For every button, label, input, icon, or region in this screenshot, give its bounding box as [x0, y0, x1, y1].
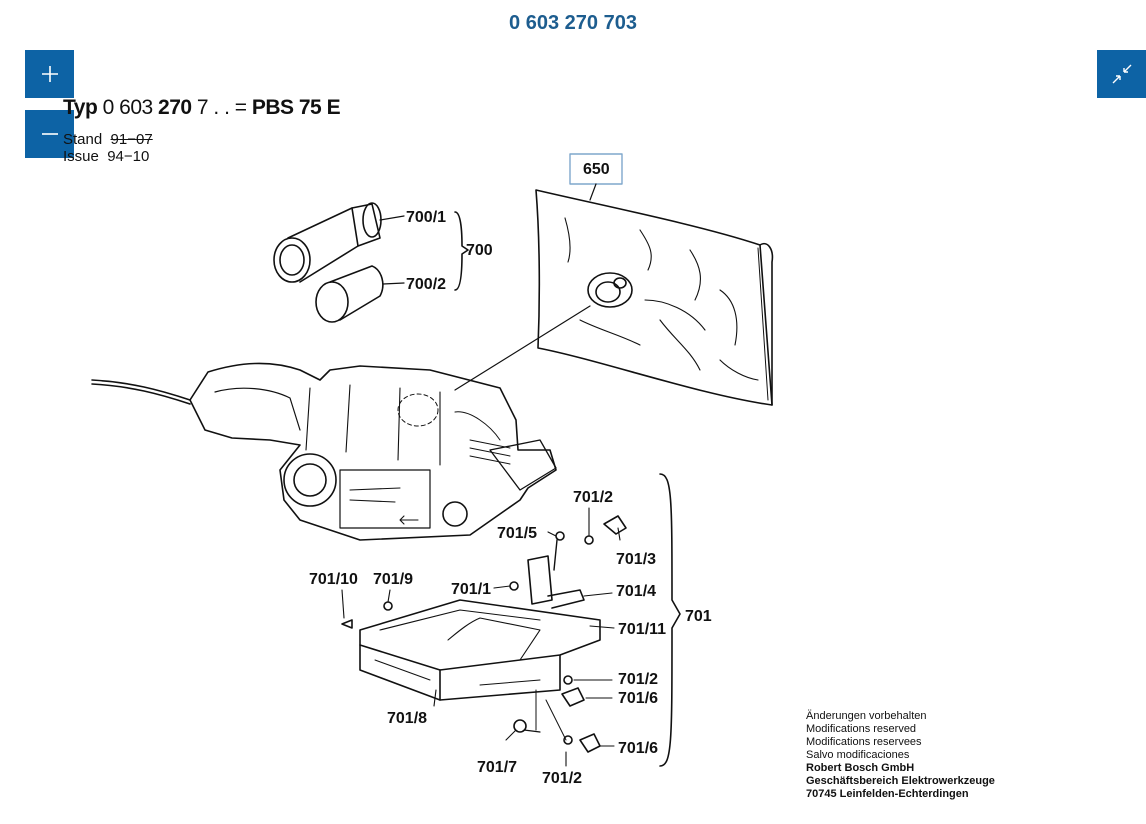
- belt-sander-drawing: [91, 305, 591, 541]
- type-line: Typ 0 603 270 7 . . = PBS 75 E: [63, 96, 341, 120]
- footer-division: Geschäftsbereich Elektrowerkzeuge: [806, 775, 995, 787]
- issue-label: Issue: [63, 148, 99, 165]
- dust-bag-drawing: [535, 153, 774, 406]
- footer-line: Modifications reservees: [806, 736, 922, 748]
- model-name: PBS 75 E: [251, 96, 341, 119]
- stand-value: 91−07: [110, 131, 153, 148]
- typ-suffix: 7 . . =: [191, 96, 252, 119]
- stand-label: Stand: [63, 131, 103, 148]
- footer-company: Robert Bosch GmbH: [806, 762, 915, 774]
- label-701-7: 701/7: [477, 759, 517, 776]
- label-701-11: 701/11: [618, 621, 666, 638]
- typ-number: 0 603: [102, 96, 159, 119]
- issue-line: Issue 94−10: [63, 149, 149, 165]
- label-700-2: 700/2: [406, 276, 446, 293]
- zoom-in-button[interactable]: [25, 50, 74, 98]
- label-701-8: 701/8: [387, 710, 427, 727]
- label-701-10: 701/10: [309, 571, 358, 588]
- label-701-9: 701/9: [373, 571, 413, 588]
- label-650: 650: [583, 161, 610, 178]
- label-701-6-bottom: 701/6: [618, 740, 658, 757]
- footer-address: 70745 Leinfelden-Echterdingen: [806, 788, 969, 800]
- label-700: 700: [466, 242, 493, 259]
- typ-number-bold: 270: [158, 96, 192, 119]
- label-701: 701: [685, 608, 712, 625]
- label-701-1: 701/1: [451, 581, 491, 598]
- page-title: 0 603 270 703: [509, 12, 637, 34]
- issue-value: 94−10: [107, 148, 150, 165]
- label-701-2-top: 701/2: [573, 489, 613, 506]
- label-701-5: 701/5: [497, 525, 537, 542]
- typ-prefix: Typ: [63, 96, 98, 119]
- label-701-4: 701/4: [616, 583, 656, 600]
- label-701-2-bottom: 701/2: [542, 770, 582, 787]
- footer-line: Änderungen vorbehalten: [806, 710, 927, 722]
- label-701-2-mid: 701/2: [618, 671, 658, 688]
- collapse-button[interactable]: [1097, 50, 1146, 98]
- label-701-6-top: 701/6: [618, 690, 658, 707]
- minus-icon: [41, 133, 58, 135]
- sanding-frame-drawing: [341, 473, 681, 767]
- stand-line: Stand 91−07: [63, 132, 153, 148]
- leader-lines: [341, 507, 621, 767]
- label-701-3: 701/3: [616, 551, 656, 568]
- adapter-drawing: [273, 202, 469, 323]
- collapse-icon: [1112, 64, 1131, 84]
- plus-icon: [41, 66, 58, 82]
- zoom-out-button[interactable]: [25, 110, 74, 158]
- label-700-1: 700/1: [406, 209, 446, 226]
- footer-line: Salvo modificaciones: [806, 749, 910, 761]
- document-header: Typ 0 603 270 7 . . = PBS 75 E Stand 91−…: [63, 96, 341, 165]
- footer-line: Modifications reserved: [806, 723, 917, 735]
- manufacturer-footer: Änderungen vorbehalten Modifications res…: [806, 710, 995, 801]
